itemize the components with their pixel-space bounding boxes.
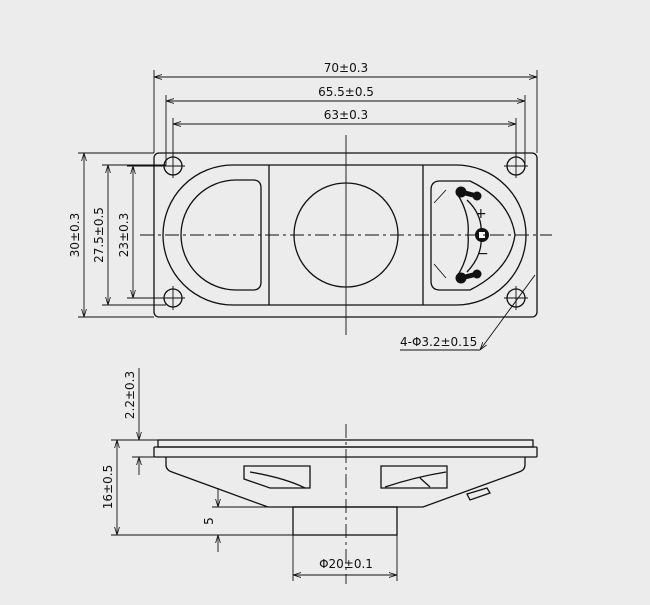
dim-mounting-holes: 4-Φ3.2±0.15 xyxy=(400,335,477,349)
terminal-pocket xyxy=(430,180,516,291)
dim-frame-length: 65.5±0.5 xyxy=(318,85,374,99)
left-vent xyxy=(180,179,262,291)
inner-frame xyxy=(162,164,527,306)
magnet xyxy=(292,506,398,536)
dim-overall-length: 70±0.3 xyxy=(324,61,368,75)
dim-magnet-height: 5 xyxy=(202,517,216,525)
positive-terminal-label: + xyxy=(475,206,487,222)
negative-terminal-label: − xyxy=(477,246,489,262)
dim-frame-width: 27.5±0.5 xyxy=(92,207,106,263)
dim-hole-spacing-width: 23±0.3 xyxy=(117,213,131,257)
side-view: 2.2±0.3 16±0.5 5 Φ20±0.1 xyxy=(101,368,538,584)
dim-hole-spacing-length: 63±0.3 xyxy=(324,108,368,122)
dim-magnet-diameter: Φ20±0.1 xyxy=(319,557,373,571)
terminal-board: + − xyxy=(433,186,489,284)
dim-total-height: 16±0.5 xyxy=(101,465,115,509)
dim-flange-height: 2.2±0.3 xyxy=(123,371,137,419)
top-view: + − 70±0.3 65.5±0.5 63±0.3 30±0.3 27.5±0… xyxy=(68,61,552,350)
dim-overall-width: 30±0.3 xyxy=(68,213,82,257)
